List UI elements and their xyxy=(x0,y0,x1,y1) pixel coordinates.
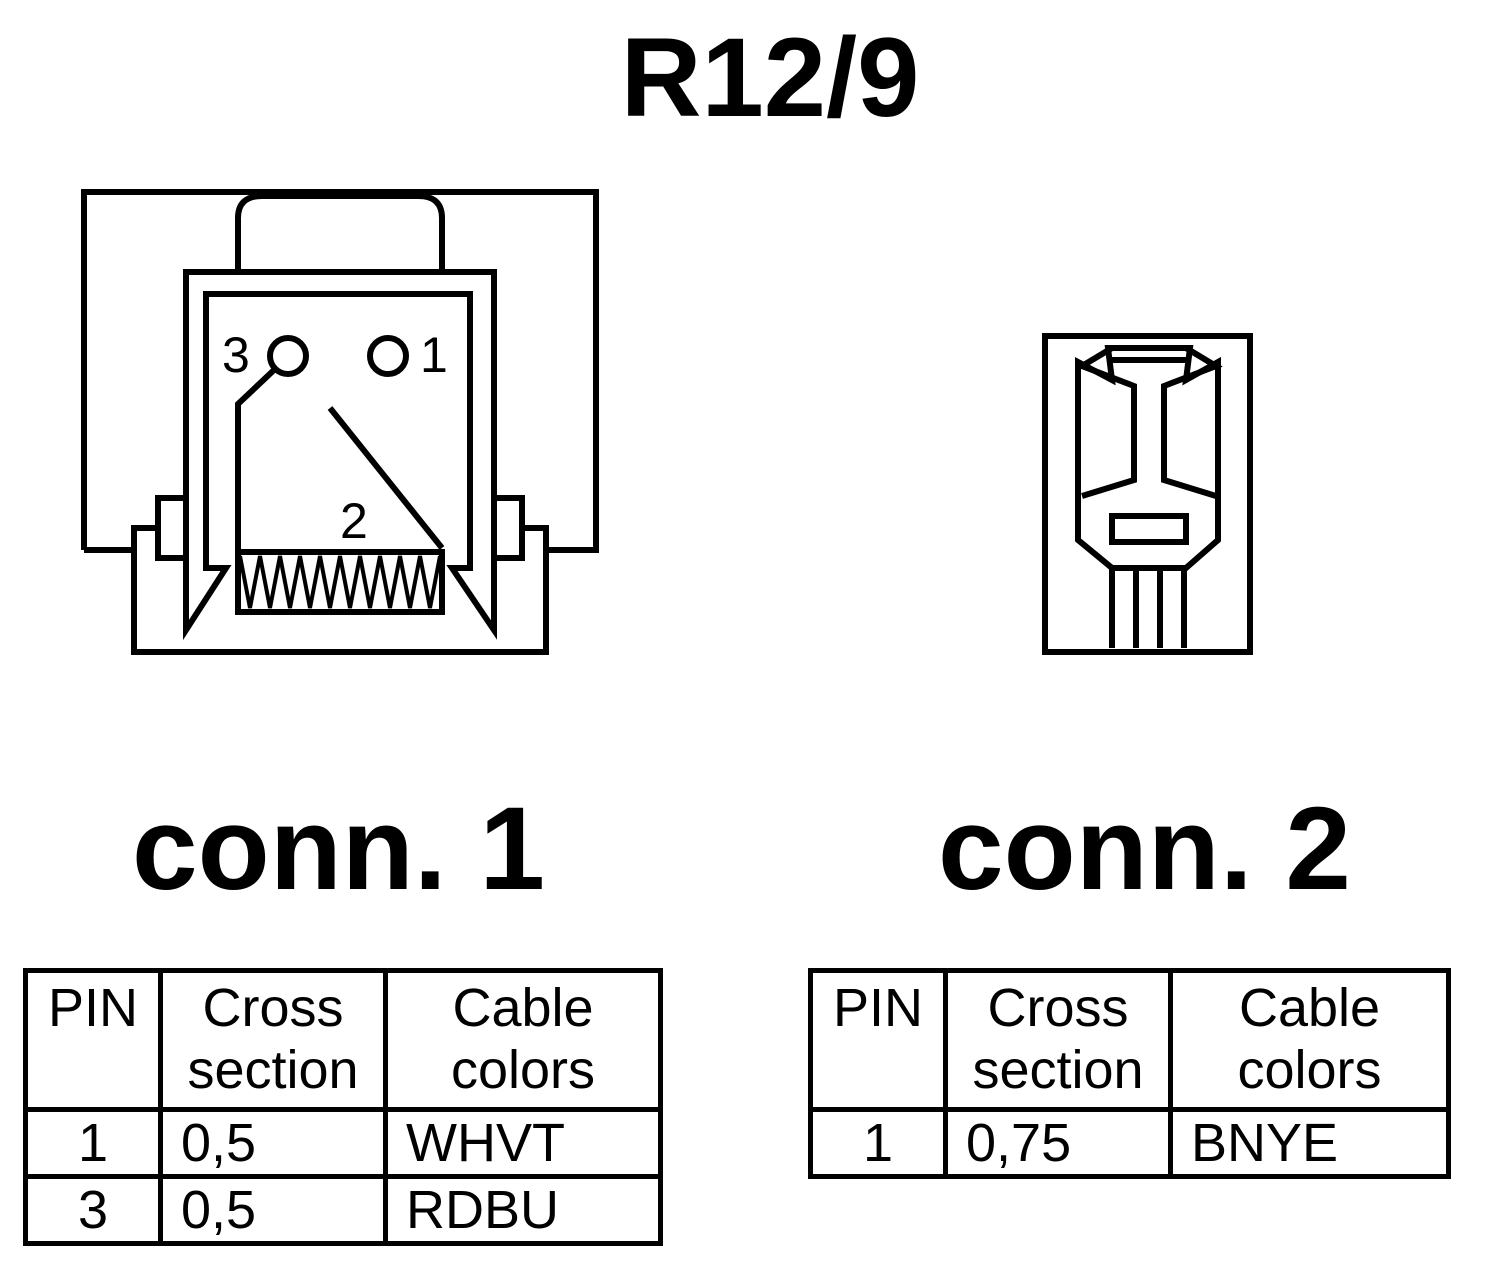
diagram-title: R12/9 xyxy=(620,15,920,140)
conn1-pin3-wire xyxy=(235,367,277,560)
conn1-pin3-label: 3 xyxy=(222,327,250,383)
connector-1-drawing xyxy=(81,189,599,655)
conn1-spring-box xyxy=(235,549,445,615)
conn1-pin1-label: 1 xyxy=(420,327,448,383)
conn1-latch-tab xyxy=(235,193,445,272)
cross-section-cell: 0,5 xyxy=(158,1174,388,1246)
conn2-pin-legs xyxy=(1109,568,1187,648)
pin-cell: 1 xyxy=(23,1107,163,1179)
conn1-pin2-label: 2 xyxy=(340,493,368,549)
conn1-spring-zigzag xyxy=(238,555,442,609)
connector-1-pin-labels: 3 1 2 xyxy=(222,327,448,549)
cable-colors-cell: WHVT xyxy=(383,1107,663,1179)
conn1-right-lug xyxy=(491,495,525,561)
connector-2-label: conn. 2 xyxy=(938,783,1352,915)
conn1-pin1-circle xyxy=(367,335,409,377)
table-row: 1 0,5 WHVT xyxy=(23,1107,663,1179)
table-row: 1 0,75 BNYE xyxy=(808,1107,1451,1179)
conn1-base xyxy=(131,528,549,655)
conn2-outer-housing xyxy=(1042,333,1253,655)
pin-header: PIN xyxy=(808,968,948,1112)
cable-colors-cell: RDBU xyxy=(383,1174,663,1246)
cross-section-cell: 0,75 xyxy=(943,1107,1173,1179)
conn1-middle-frame xyxy=(183,269,497,641)
conn1-left-lug xyxy=(155,495,189,561)
conn1-pin2-wire xyxy=(327,406,445,550)
conn2-inner-left xyxy=(1075,345,1137,499)
conn2-inner-rect xyxy=(1109,513,1189,545)
conn2-body xyxy=(1075,345,1221,571)
connector-1-label: conn. 1 xyxy=(132,783,546,915)
cross-section-cell: 0,5 xyxy=(158,1107,388,1179)
conn2-inner-right xyxy=(1161,345,1223,499)
conn1-outer-housing-left xyxy=(84,525,158,553)
table-row: 3 0,5 RDBU xyxy=(23,1174,663,1246)
connector-2-drawing xyxy=(1042,333,1253,655)
cable-colors-cell: BNYE xyxy=(1168,1107,1451,1179)
pin-cell: 1 xyxy=(808,1107,948,1179)
pin-cell: 3 xyxy=(23,1174,163,1246)
conn1-pin3-circle xyxy=(267,335,309,377)
pin-header: PIN xyxy=(23,968,163,1112)
